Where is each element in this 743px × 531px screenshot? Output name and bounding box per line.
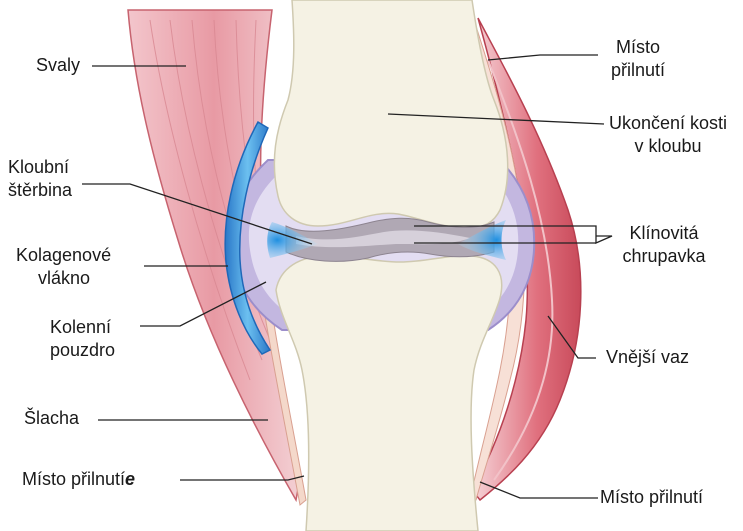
leader-misto-prilnuti-top [488, 55, 598, 60]
label-klinovita-chrupavka-line1: Klínovitá [612, 222, 716, 245]
label-svaly: Svaly [36, 54, 80, 77]
label-misto-prilnuti-left: Místo přilnutíe [22, 468, 135, 491]
label-misto-prilnuti-left-text: Místo přilnutí [22, 469, 125, 489]
label-slacha-text: Šlacha [24, 407, 79, 430]
label-ukonceni-kosti-line1: Ukončení kosti [598, 112, 738, 135]
label-vnejsi-vaz-text: Vnější vaz [606, 346, 689, 369]
label-kolenni-pouzdro: Kolenní pouzdro [50, 316, 115, 362]
label-ukonceni-kosti: Ukončení kosti v kloubu [598, 112, 738, 158]
label-misto-prilnuti-top: Místo přilnutí [600, 36, 676, 82]
label-ukonceni-kosti-line2: v kloubu [598, 135, 738, 158]
label-kolagenove-vlakno-line2: vlákno [16, 267, 111, 290]
label-misto-prilnuti-bottom-text: Místo přilnutí [600, 486, 703, 509]
label-vnejsi-vaz: Vnější vaz [606, 346, 689, 369]
label-kolenni-pouzdro-line1: Kolenní [50, 316, 115, 339]
label-kloubni-sterbina-line2: štěrbina [8, 179, 72, 202]
label-kolagenove-vlakno: Kolagenové vlákno [16, 244, 111, 290]
label-slacha: Šlacha [24, 407, 79, 430]
label-kloubni-sterbina-line1: Kloubní [8, 156, 72, 179]
label-klinovita-chrupavka: Klínovitá chrupavka [612, 222, 716, 268]
label-svaly-text: Svaly [36, 54, 80, 77]
label-kolenni-pouzdro-line2: pouzdro [50, 339, 115, 362]
label-misto-prilnuti-top-line1: Místo [600, 36, 676, 59]
label-misto-prilnuti-bottom: Místo přilnutí [600, 486, 703, 509]
tibia [276, 256, 502, 531]
label-kloubni-sterbina: Kloubní štěrbina [8, 156, 72, 202]
label-misto-prilnuti-left-suffix: e [125, 469, 135, 489]
label-kolagenove-vlakno-line1: Kolagenové [16, 244, 111, 267]
label-misto-prilnuti-top-line2: přilnutí [600, 59, 676, 82]
label-klinovita-chrupavka-line2: chrupavka [612, 245, 716, 268]
